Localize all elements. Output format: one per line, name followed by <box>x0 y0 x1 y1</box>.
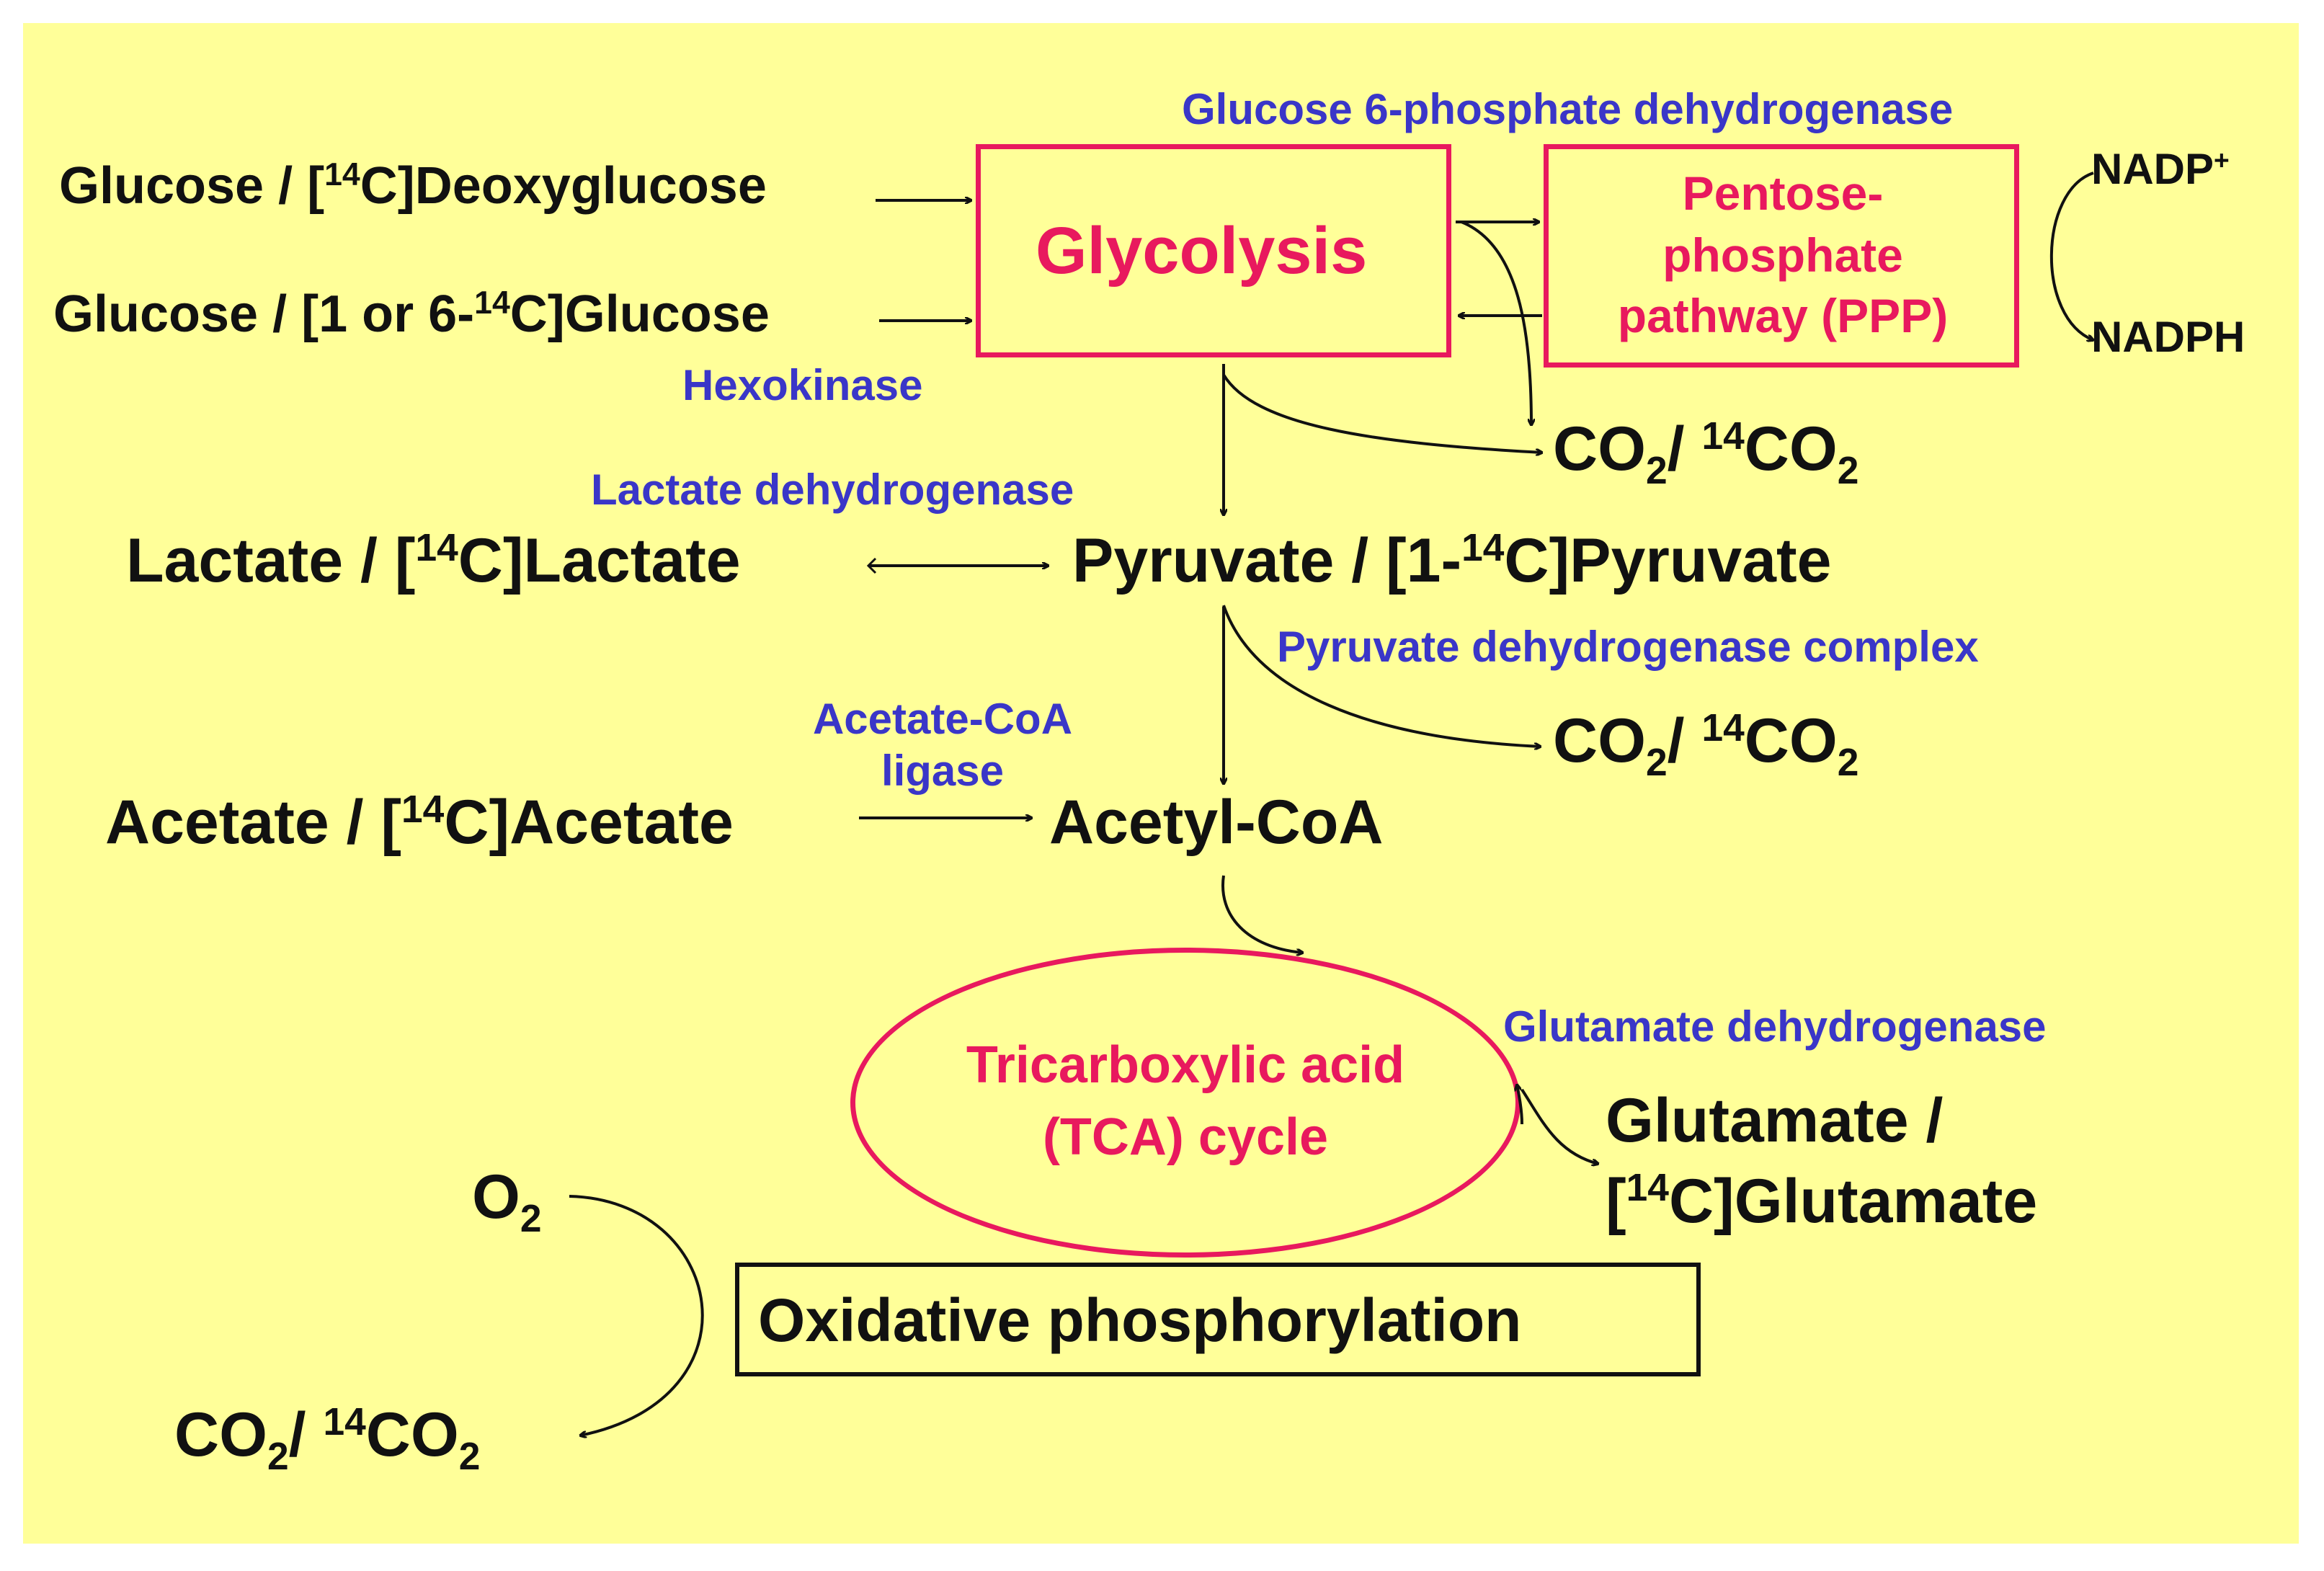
arrow-nadp-to-nadph <box>2049 172 2093 340</box>
arrow-acetylcoa-to-tca <box>1221 875 1303 953</box>
ppp-label-line3: pathway (PPP) <box>1617 289 1949 342</box>
arrow-tca-to-glutamate <box>1521 1088 1598 1164</box>
glucose-labeled-glucose: Glucose / [1 or 6-14C]Glucose <box>53 288 770 340</box>
acetate-pre: Acetate / [ <box>105 788 402 857</box>
glucose-deoxyglucose-pre: Glucose / [ <box>59 157 325 215</box>
enzyme-g6pd: Glucose 6-phosphate dehydrogenase <box>1182 85 1954 133</box>
co2-iso-sub: 2 <box>1837 741 1859 784</box>
glutamate-line2-pre: [ <box>1606 1166 1626 1236</box>
enzyme-pdh: Pyruvate dehydrogenase complex <box>1277 623 1979 671</box>
nadp-label: NADP+ <box>2091 144 2230 193</box>
oxphos-label: Oxidative phosphorylation <box>758 1286 1522 1354</box>
tca-label: Tricarboxylic acid (TCA) cycle <box>872 1039 1499 1163</box>
enzyme-hexokinase: Hexokinase <box>682 361 923 409</box>
co2-sub: 2 <box>267 1435 289 1478</box>
acetate-post: C]Acetate <box>444 788 734 857</box>
isotope-sup: 14 <box>474 285 510 321</box>
co2-base: CO <box>1553 414 1646 484</box>
lactate-pre: Lactate / [ <box>126 526 416 595</box>
oxphos-box <box>735 1263 1701 1376</box>
arrow-glycolysis-to-co2-top <box>1461 221 1531 425</box>
glutamate-line2: [14C]Glutamate <box>1606 1162 2037 1242</box>
o2-label: O2 <box>472 1166 542 1238</box>
isotope-sup: 14 <box>415 526 458 569</box>
nadph-label: NADPH <box>2091 313 2245 361</box>
pyruvate-label: Pyruvate / [1-14C]Pyruvate <box>1072 526 1831 592</box>
isotope-sup: 14 <box>323 1400 366 1443</box>
isotope-sup: 14 <box>1626 1167 1669 1210</box>
ppp-label: Pentose- phosphate pathway (PPP) <box>1549 169 2016 339</box>
co2-iso-base: CO <box>365 1400 459 1469</box>
co2-iso-sub: 2 <box>1837 449 1859 492</box>
isotope-sup: 14 <box>401 788 445 831</box>
o2-base: O <box>472 1162 520 1232</box>
acetylcoa-label: Acetyl-CoA <box>1049 788 1384 857</box>
ppp-box <box>1544 144 2019 368</box>
acetate-label: Acetate / [14C]Acetate <box>105 791 734 853</box>
co2-base: CO <box>174 1400 267 1469</box>
tca-label-line2: (TCA) cycle <box>1042 1108 1329 1166</box>
glutamate-label: Glutamate / [14C]Glutamate <box>1606 1081 2037 1242</box>
enzyme-gdh: Glutamate dehydrogenase <box>1503 1002 2047 1051</box>
isotope-sup: 14 <box>1701 414 1745 458</box>
glycolysis-box <box>976 144 1451 357</box>
tca-ellipse <box>850 948 1521 1258</box>
lactate-post: C]Lactate <box>458 526 741 595</box>
co2-sep: / <box>1667 706 1702 775</box>
arrow-glutamate-to-tca <box>1517 1085 1523 1125</box>
enzyme-acetate-coa-ligase: Acetate-CoA ligase <box>777 698 1108 793</box>
glycolysis-label: Glycolysis <box>1036 214 1368 288</box>
co2-base: CO <box>1553 706 1646 775</box>
tca-label-line1: Tricarboxylic acid <box>966 1036 1405 1094</box>
arrow-pyruvate-to-co2 <box>1222 605 1541 747</box>
glucose-labeled-pre: Glucose / [1 or 6- <box>53 285 475 343</box>
arrow-glycolysis-to-co2 <box>1222 373 1542 453</box>
nadp-sup: + <box>2214 144 2230 175</box>
co2-sep: / <box>1667 414 1702 484</box>
isotope-sup: 14 <box>324 157 360 193</box>
arrow-o2-to-co2 <box>569 1195 704 1436</box>
co2-sep: / <box>288 1400 324 1469</box>
ppp-label-line2: phosphate <box>1662 228 1903 282</box>
enzyme-acetate-coa-ligase-line2: ligase <box>881 747 1005 795</box>
co2-iso-sub: 2 <box>458 1435 481 1478</box>
enzyme-acetate-coa-ligase-line1: Acetate-CoA <box>812 695 1073 743</box>
diagram-background <box>23 23 2299 1544</box>
isotope-sup: 14 <box>1701 706 1745 749</box>
co2-iso-base: CO <box>1744 414 1838 484</box>
isotope-sup: 14 <box>1461 526 1505 569</box>
glucose-deoxyglucose-post: C]Deoxyglucose <box>360 157 767 215</box>
co2-product-glycolysis: CO2/ 14CO2 <box>1553 414 1858 490</box>
pyruvate-pre: Pyruvate / [1- <box>1072 526 1462 595</box>
glucose-deoxyglucose: Glucose / [14C]Deoxyglucose <box>59 157 767 215</box>
o2-sub: 2 <box>520 1197 542 1240</box>
co2-sub: 2 <box>1646 741 1668 784</box>
co2-product-pdh: CO2/ 14CO2 <box>1553 706 1858 782</box>
glucose-labeled-post: C]Glucose <box>509 285 770 343</box>
enzyme-ldh: Lactate dehydrogenase <box>591 466 1074 514</box>
co2-sub: 2 <box>1646 449 1668 492</box>
glutamate-line1: Glutamate / <box>1606 1086 1944 1155</box>
ppp-label-line1: Pentose- <box>1682 166 1884 220</box>
pyruvate-post: C]Pyruvate <box>1504 526 1832 595</box>
glutamate-line2-post: C]Glutamate <box>1668 1166 2038 1236</box>
nadp-base: NADP <box>2091 145 2214 193</box>
lactate-label: Lactate / [14C]Lactate <box>126 526 741 592</box>
co2-product-oxphos: CO2/ 14CO2 <box>174 1400 480 1476</box>
co2-iso-base: CO <box>1744 706 1838 775</box>
